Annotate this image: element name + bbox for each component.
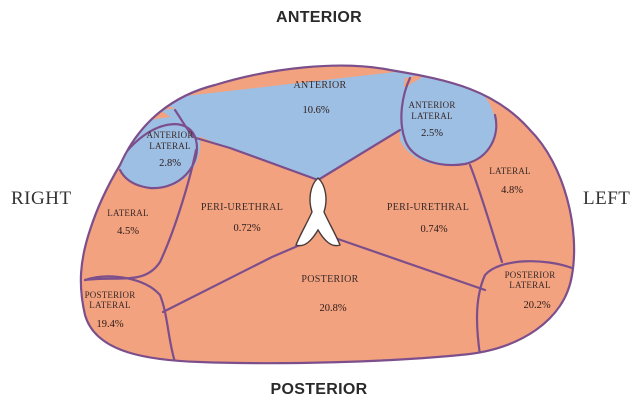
lateral-right-label: LATERAL (107, 208, 148, 218)
posterior-lateral-right-label-2: LATERAL (89, 300, 130, 310)
peri-urethral-left-label: PERI-URETHRAL (387, 202, 469, 213)
lateral-left-label: LATERAL (489, 166, 530, 176)
anterior-zone-value: 10.6% (302, 105, 329, 116)
peri-urethral-right-value: 0.72% (233, 223, 260, 234)
anterior-lateral-left-value: 2.5% (421, 128, 443, 139)
lateral-right-value: 4.5% (117, 226, 139, 237)
posterior-lateral-right-label-1: POSTERIOR (85, 290, 136, 300)
anterior-lateral-left-label-1: ANTERIOR (408, 100, 455, 110)
posterior-lateral-left-value: 20.2% (523, 300, 550, 311)
posterior-zone-value: 20.8% (319, 303, 346, 314)
posterior-lateral-left-label-1: POSTERIOR (505, 270, 556, 280)
anterior-lateral-right-label-2: LATERAL (149, 141, 190, 151)
anterior-lateral-right-label-1: ANTERIOR (146, 130, 193, 140)
peri-urethral-right-label: PERI-URETHRAL (201, 202, 283, 213)
anterior-zone-label: ANTERIOR (294, 80, 347, 91)
posterior-lateral-right-value: 19.4% (96, 319, 123, 330)
posterior-lateral-left-label-2: LATERAL (509, 280, 550, 290)
posterior-zone-label: POSTERIOR (301, 274, 358, 285)
lateral-left-value: 4.8% (501, 185, 523, 196)
anterior-lateral-left-label-2: LATERAL (411, 111, 452, 121)
peri-urethral-left-value: 0.74% (420, 224, 447, 235)
anterior-lateral-right-value: 2.8% (159, 158, 181, 169)
